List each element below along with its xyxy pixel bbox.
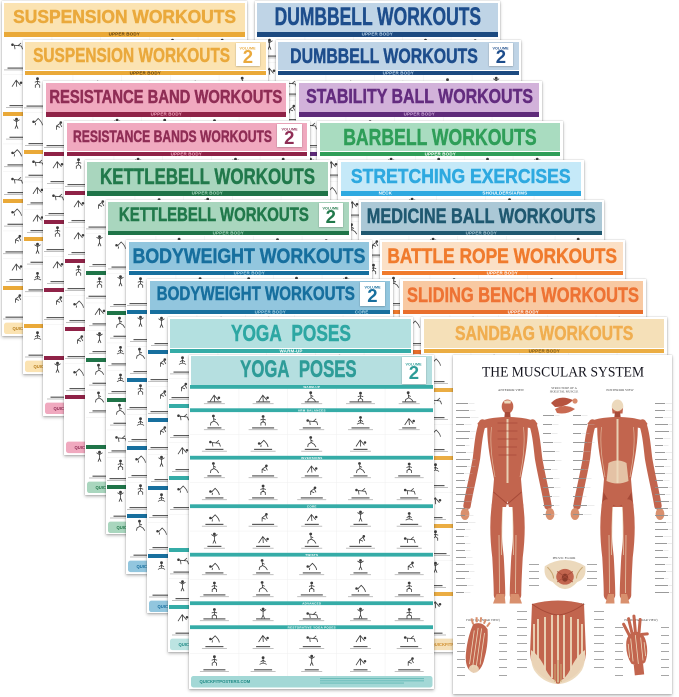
svg-text:ADVANCED: ADVANCED — [302, 601, 322, 605]
svg-text:RESTORATIVE YOGA POSES: RESTORATIVE YOGA POSES — [287, 625, 335, 629]
svg-text:POSTERIOR VIEW: POSTERIOR VIEW — [606, 388, 634, 392]
svg-text:STRUCTURE OF A: STRUCTURE OF A — [551, 386, 577, 390]
svg-text:SKELETAL MUSCLE: SKELETAL MUSCLE — [549, 389, 578, 393]
svg-text:INVERSIONS: INVERSIONS — [301, 456, 323, 460]
svg-text:FOOT (PLANTAR VIEW): FOOT (PLANTAR VIEW) — [466, 618, 500, 622]
svg-text:CORE: CORE — [306, 504, 316, 508]
svg-text:THE MUSCULAR SYSTEM: THE MUSCULAR SYSTEM — [482, 364, 644, 380]
svg-text:ARM BALANCES: ARM BALANCES — [297, 408, 325, 412]
svg-text:WARM-UP: WARM-UP — [303, 385, 320, 389]
svg-text:PELVIC FLOOR: PELVIC FLOOR — [552, 556, 576, 560]
svg-text:ANTERIOR VIEW: ANTERIOR VIEW — [498, 388, 525, 392]
svg-text:QUICKFITPOSTERS.COM: QUICKFITPOSTERS.COM — [199, 679, 250, 684]
svg-text:TWISTS: TWISTS — [305, 553, 318, 557]
